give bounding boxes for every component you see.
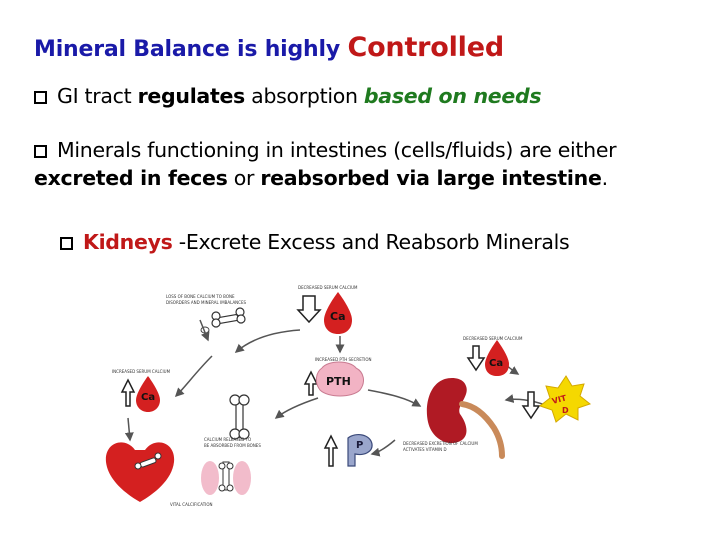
arrow-line: [174, 355, 213, 398]
blood-drop-icon: [324, 292, 352, 334]
page-title: Mineral Balance is highly Controlled: [34, 32, 504, 63]
lungs-icon: [201, 461, 251, 495]
ca-label-right: Ca: [489, 358, 503, 369]
label-release-2: BE ABSORBED FROM BONES: [204, 443, 261, 448]
pth-label: PTH: [326, 375, 351, 388]
bullet-2-text-a: excreted in feces: [34, 166, 228, 190]
bullet-minerals-intestines: Minerals functioning in intestines (cell…: [34, 136, 617, 192]
up-arrow-icon: [120, 378, 136, 407]
arrow-line: [199, 319, 210, 342]
bullet-1-text-b: regulates: [137, 84, 246, 108]
kidney-icon: [426, 378, 505, 459]
checkbox-bullet-icon: [60, 237, 73, 250]
arrow-line: [504, 394, 546, 406]
label-increased: INCREASED SERUM CALCIUM: [112, 369, 171, 374]
arrow-line: [234, 329, 301, 353]
blood-drop-icon: [136, 376, 160, 412]
bullet-2-line-2: excreted in feces or reabsorbed via larg…: [34, 164, 616, 192]
parathyroid-gland-icon: [315, 361, 364, 397]
bullet-3-text-a: Kidneys: [83, 230, 173, 254]
label-bone-loss-2: DISORDERS AND MINERAL IMBALANCES: [166, 300, 246, 305]
bone-icon: [211, 307, 246, 328]
bullet-2-text-b: or: [227, 166, 261, 190]
label-vital: VITAL CALCIFICATION: [170, 502, 212, 507]
bullet-1-text-a: GI tract: [57, 84, 138, 108]
down-arrow-icon: [521, 391, 541, 420]
bullet-kidneys: Kidneys -Excrete Excess and Reabsorb Min…: [60, 228, 570, 256]
vit-label: VIT: [551, 393, 568, 406]
ca-label-left: Ca: [141, 392, 155, 403]
vit-d-label: D: [562, 406, 569, 415]
bullet-2-text-d: .: [601, 166, 609, 190]
bone-icon: [229, 394, 250, 440]
bullet-gi-tract: GI tract regulates absorption based on n…: [34, 82, 542, 110]
arrow-line: [274, 397, 319, 419]
vitamin-d-sun-icon: [538, 375, 592, 423]
bullet-3-text-b: -Excrete Excess and Reabsorb Minerals: [172, 230, 570, 254]
label-decreased-right: DECREASED SERUM CALCIUM: [463, 336, 523, 341]
checkbox-bullet-icon: [34, 145, 47, 158]
heart-icon: [105, 442, 175, 502]
up-arrow-icon: [303, 370, 319, 396]
arrow-line: [370, 439, 396, 457]
bullet-2-line1-text: Minerals functioning in intestines (cell…: [57, 138, 617, 162]
phosphorus-icon: [347, 434, 373, 467]
label-kidney: DECREASED EXCRETION OF CALCIUM: [403, 441, 478, 446]
up-arrow-icon: [296, 295, 322, 324]
label-bone-loss: LOSS OF BONE CALCIUM TO BONE: [166, 294, 235, 299]
up-arrow-icon: [323, 434, 339, 467]
arrow-line: [124, 417, 134, 442]
down-arrow-icon: [466, 345, 486, 372]
checkbox-bullet-icon: [34, 91, 47, 104]
arrow-line: [367, 389, 422, 407]
label-kidney-2: ACTIVATES VITAMIN D: [403, 447, 447, 452]
bullet-2-text-c: reabsorbed via large intestine: [260, 166, 602, 190]
bullet-1-text-c: absorption: [244, 84, 364, 108]
label-decreased-top: DECREASED SERUM CALCIUM: [298, 285, 358, 290]
label-pth-secretion: INCREASED PTH SECRETION: [315, 357, 372, 362]
title-main: Mineral Balance is highly: [34, 37, 348, 62]
bullet-1-text-d: based on needs: [363, 84, 542, 108]
blood-drop-icon: [485, 340, 509, 376]
label-release: CALCIUM RELEASED TO: [204, 437, 251, 442]
p-label: P: [356, 440, 363, 451]
bullet-2-line-1: Minerals functioning in intestines (cell…: [34, 136, 617, 164]
ca-label-top: Ca: [330, 310, 346, 323]
title-emphasis: Controlled: [347, 32, 504, 63]
